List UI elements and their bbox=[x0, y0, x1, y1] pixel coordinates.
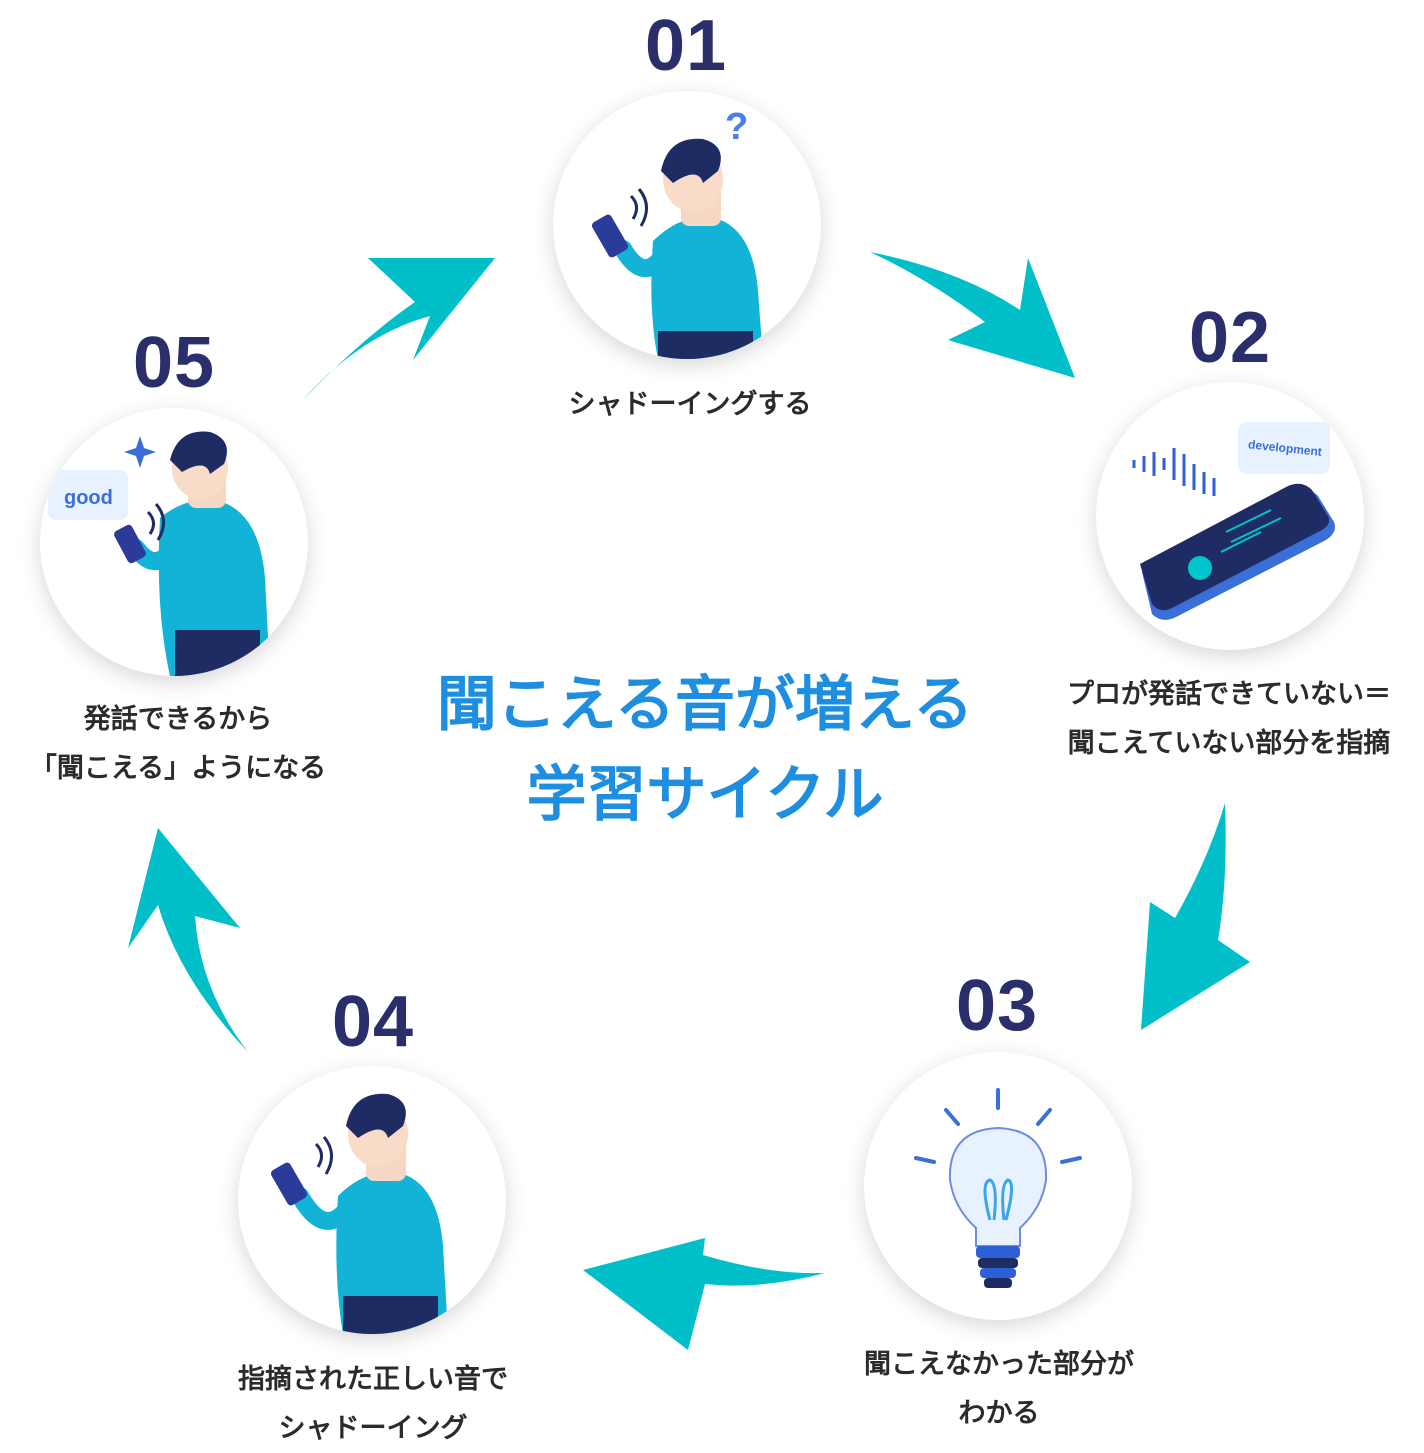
step-04-number: 04 bbox=[331, 982, 415, 1062]
step-05-number: 05 bbox=[132, 323, 216, 403]
question-mark-icon: ? bbox=[725, 106, 748, 148]
sound-waves-icon bbox=[629, 188, 648, 227]
title-line-2: 学習サイクル bbox=[526, 760, 884, 830]
arrow-05-to-01 bbox=[300, 258, 495, 403]
step-03-number: 03 bbox=[955, 966, 1039, 1046]
step-03-label: 聞こえなかった部分が わかる bbox=[864, 1349, 1134, 1429]
step-05-illustration: good bbox=[40, 408, 308, 676]
step-01-label: シャドーイングする bbox=[568, 389, 812, 420]
arrow-01-to-02 bbox=[870, 252, 1075, 378]
light-bulb-icon bbox=[914, 1088, 1082, 1288]
step-04-label: 指摘された正しい音で シャドーイング bbox=[238, 1364, 508, 1444]
title-line-1: 聞こえる音が増える bbox=[436, 670, 974, 740]
arrow-03-to-04 bbox=[583, 1238, 825, 1350]
step-01-illustration: ? bbox=[553, 91, 821, 359]
sound-waves-icon bbox=[146, 503, 165, 541]
step-04-illustration bbox=[238, 1066, 506, 1334]
step-02-number: 02 bbox=[1188, 298, 1272, 378]
sparkle-icon bbox=[124, 436, 156, 468]
step-02-illustration: development bbox=[1096, 382, 1364, 650]
waveform-icon bbox=[1132, 448, 1216, 496]
microphone-icon bbox=[1188, 556, 1212, 580]
step-02-label: プロが発話できていない＝ 聞こえていない部分を指摘 bbox=[1067, 679, 1391, 759]
cycle-title: 聞こえる音が増える 学習サイクル bbox=[437, 660, 973, 840]
step-01-number: 01 bbox=[644, 6, 728, 86]
step-03-illustration bbox=[864, 1052, 1132, 1320]
sound-waves-icon bbox=[314, 1136, 333, 1175]
arrow-02-to-03 bbox=[1141, 803, 1250, 1030]
step-05-label: 発話できるから 「聞こえる」ようになる bbox=[29, 704, 327, 784]
arrow-04-to-05 bbox=[128, 828, 248, 1052]
speech-bubble-good: good bbox=[64, 487, 113, 509]
